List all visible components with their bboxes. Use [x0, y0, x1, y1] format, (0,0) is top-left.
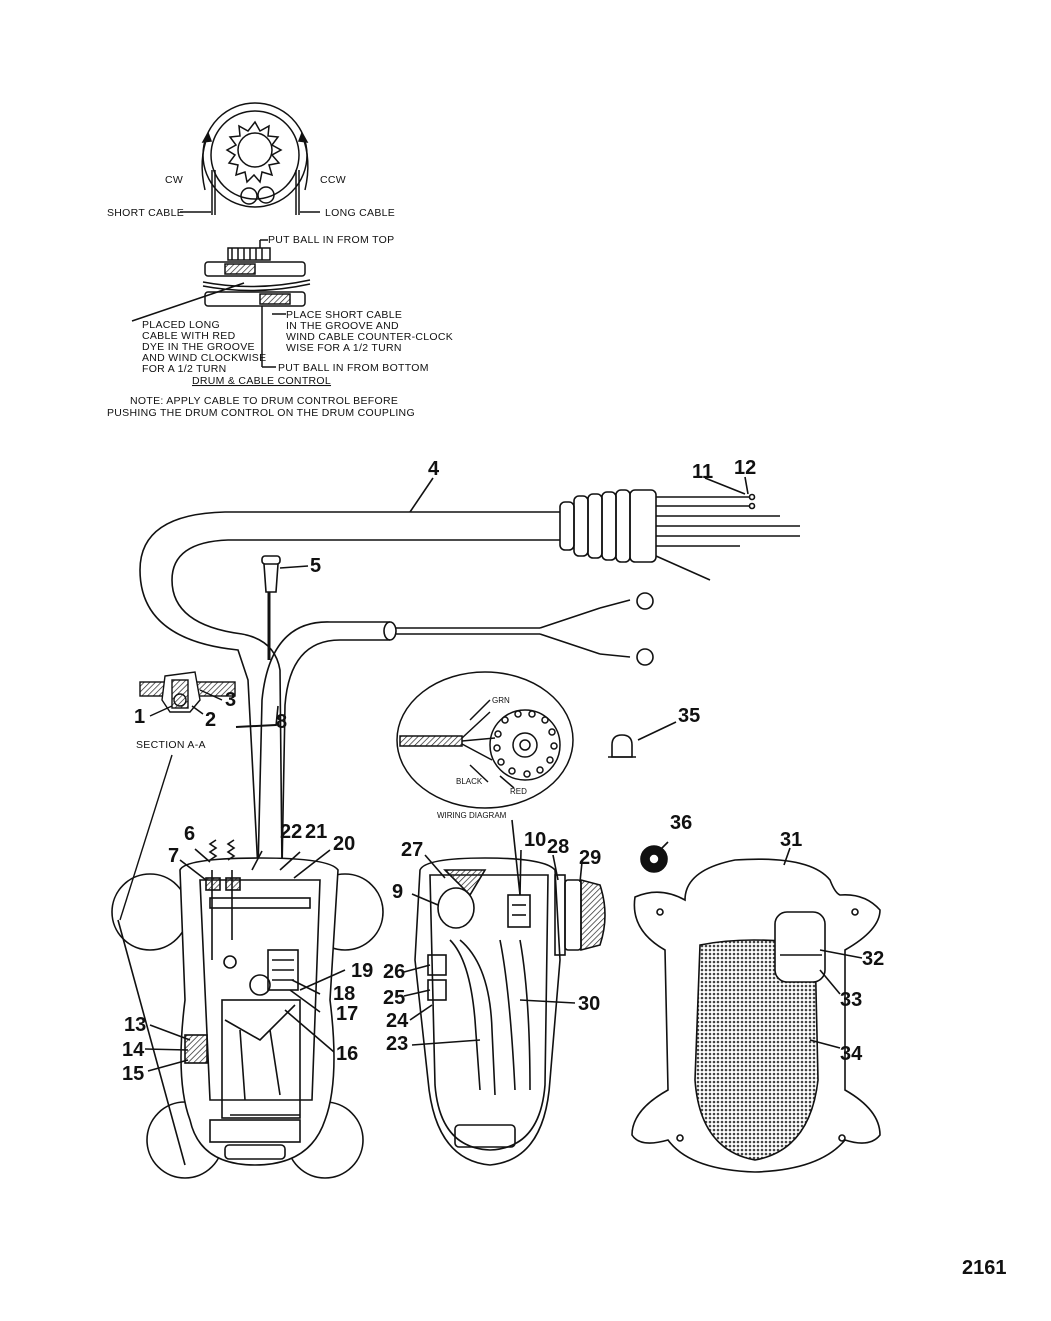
callout-20: 20	[333, 833, 355, 855]
callout-26: 26	[383, 961, 405, 983]
put-ball-top-label: PUT BALL IN FROM TOP	[268, 234, 394, 246]
wiring-labels: GRN BLACK RED WIRING DIAGRAM	[437, 696, 527, 820]
put-ball-bottom-label: PUT BALL IN FROM BOTTOM	[278, 362, 429, 374]
callout-10: 10	[524, 829, 546, 851]
callout-23: 23	[386, 1033, 408, 1055]
callout-3: 3	[225, 689, 236, 711]
long-cable-label: LONG CABLE	[325, 207, 395, 219]
callout-9: 9	[392, 881, 403, 903]
red-label: RED	[510, 787, 527, 796]
drum-cable-detail	[180, 102, 320, 215]
drum-note-line-2: PUSHING THE DRUM CONTROL ON THE DRUM COU…	[107, 407, 415, 419]
grn-label: GRN	[492, 696, 510, 705]
placed-long-line-2: CABLE WITH RED	[142, 330, 236, 342]
callout-4: 4	[428, 458, 440, 480]
callout-24: 24	[386, 1010, 409, 1032]
callout-5: 5	[310, 555, 321, 577]
callout-8: 8	[276, 711, 287, 733]
callout-13: 13	[124, 1014, 146, 1036]
right-pedal	[608, 721, 881, 1173]
place-short-line-1: PLACE SHORT CABLE	[286, 309, 402, 321]
callout-17: 17	[336, 1003, 358, 1025]
callout-7: 7	[168, 845, 179, 867]
main-cable	[139, 476, 800, 871]
section-label: SECTION A-A	[136, 739, 206, 751]
drum-cable-labels: CW CCW SHORT CABLE LONG CABLE	[107, 174, 395, 219]
callout-33: 33	[840, 989, 862, 1011]
section-detail	[119, 671, 236, 921]
callout-11: 11	[692, 461, 713, 483]
placed-long-line-5: FOR A 1/2 TURN	[142, 363, 227, 375]
drum-side-labels: PUT BALL IN FROM TOP PLACE SHORT CABLE I…	[107, 234, 453, 419]
drum-detail-title: DRUM & CABLE CONTROL	[192, 375, 331, 387]
callout-2: 2	[205, 709, 216, 731]
callout-30: 30	[578, 993, 600, 1015]
callout-28: 28	[547, 836, 569, 858]
callout-12: 12	[734, 457, 756, 479]
callout-14: 14	[122, 1039, 145, 1061]
callout-6: 6	[184, 823, 195, 845]
callout-31: 31	[780, 829, 802, 851]
figure-number: 2161	[962, 1257, 1007, 1279]
cw-label: CW	[165, 174, 183, 186]
place-short-line-3: WIND CABLE COUNTER-CLOCK	[286, 331, 453, 343]
middle-pedal	[403, 819, 606, 1166]
placed-long-line-3: DYE IN THE GROOVE	[142, 341, 255, 353]
callout-19: 19	[351, 960, 373, 982]
callout-36: 36	[670, 812, 692, 834]
callout-numbers: 1 2 3 4 5 6 7 8 9 10 11 12 13 14 15 16 1…	[122, 457, 884, 1085]
placed-long-line-4: AND WIND CLOCKWISE	[142, 352, 266, 364]
place-short-line-4: WISE FOR A 1/2 TURN	[286, 342, 402, 354]
callout-35: 35	[678, 705, 700, 727]
left-pedal-housing	[111, 839, 384, 1179]
callout-18: 18	[333, 983, 355, 1005]
callout-27: 27	[401, 839, 423, 861]
callout-1: 1	[134, 706, 145, 728]
callout-16: 16	[336, 1043, 358, 1065]
black-label: BLACK	[456, 777, 483, 786]
callout-29: 29	[579, 847, 601, 869]
place-short-line-2: IN THE GROOVE AND	[286, 320, 399, 332]
wiring-diagram-title: WIRING DIAGRAM	[437, 811, 507, 820]
ccw-label: CCW	[320, 174, 346, 186]
callout-32: 32	[862, 948, 884, 970]
short-cable-label: SHORT CABLE	[107, 207, 184, 219]
callout-21: 21	[305, 821, 327, 843]
callout-22: 22	[280, 821, 302, 843]
callout-25: 25	[383, 987, 405, 1009]
callout-15: 15	[122, 1063, 144, 1085]
wiring-diagram	[396, 671, 574, 809]
drum-side-section	[131, 239, 311, 368]
callout-34: 34	[840, 1043, 863, 1065]
drum-note-line-1: NOTE: APPLY CABLE TO DRUM CONTROL BEFORE	[130, 395, 398, 407]
placed-long-line-1: PLACED LONG	[142, 319, 220, 331]
